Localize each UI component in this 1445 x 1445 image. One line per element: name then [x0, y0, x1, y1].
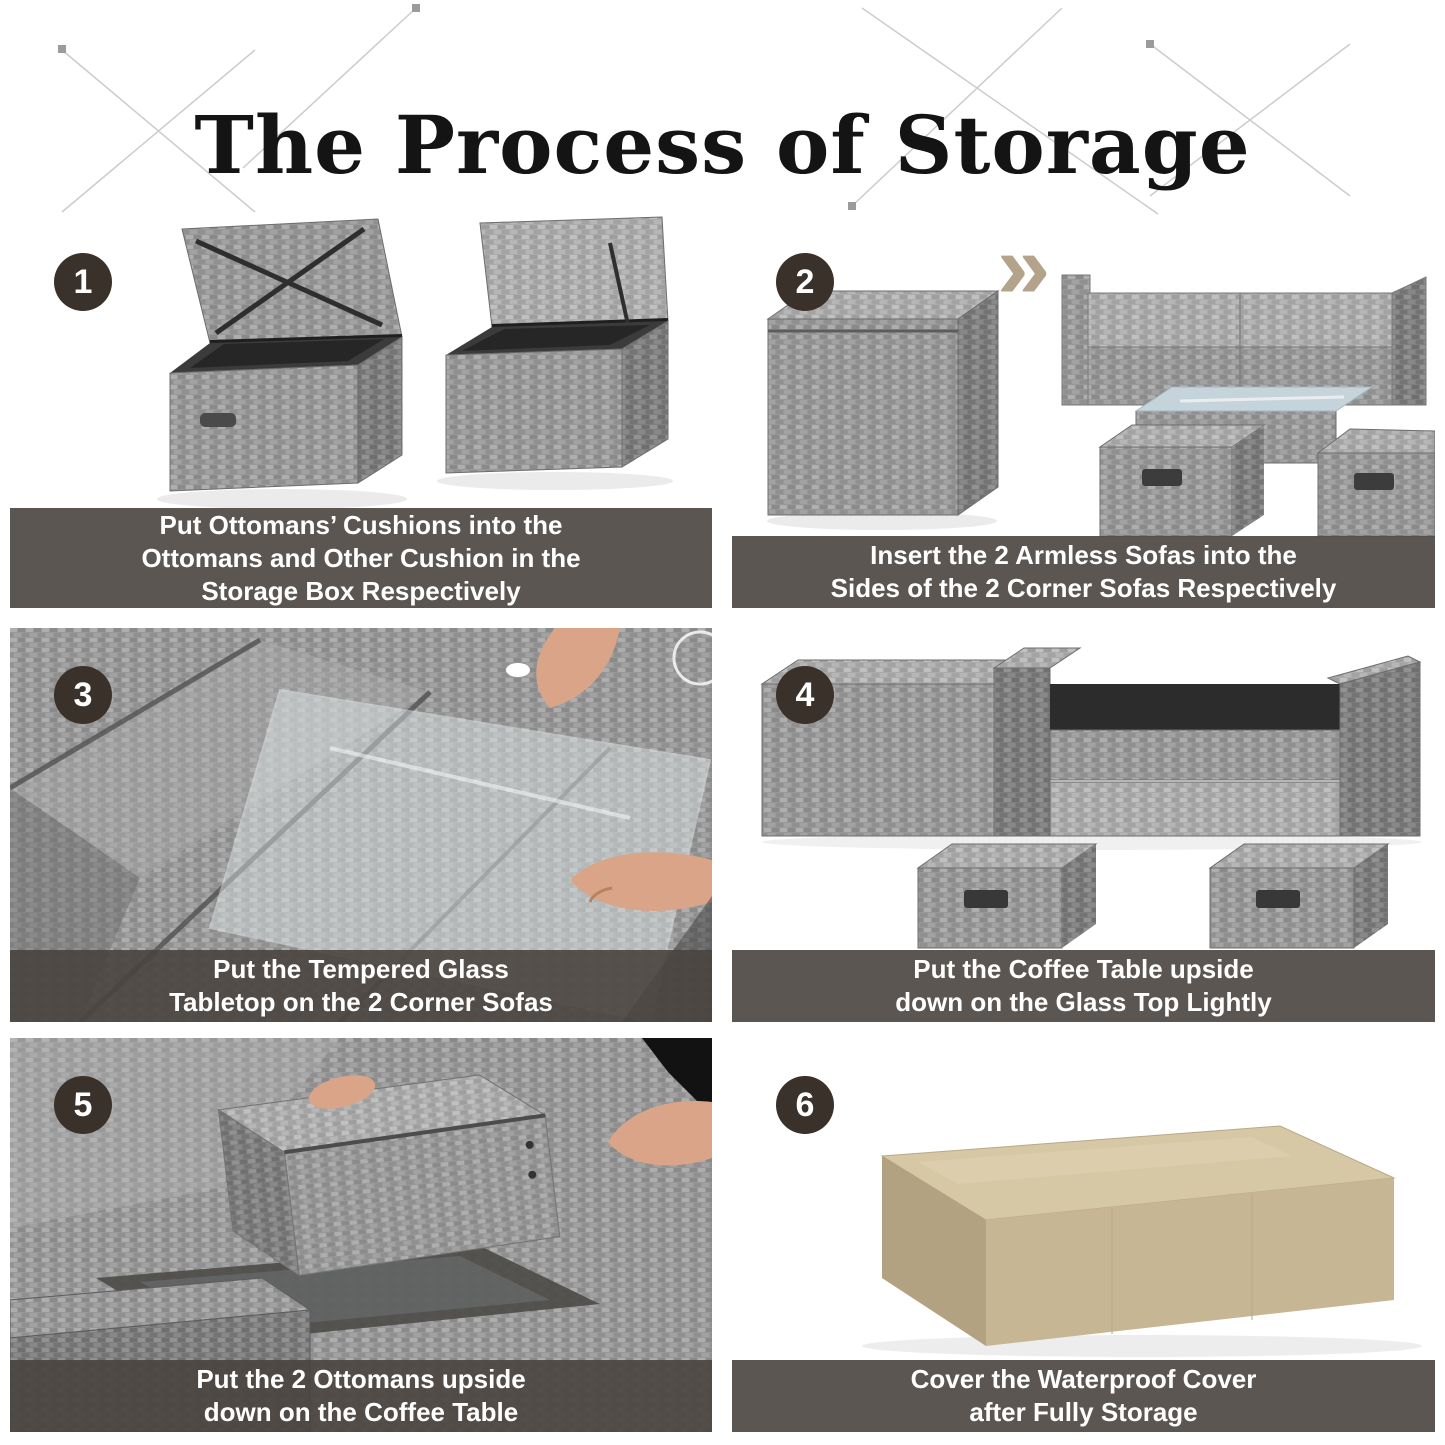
- caption-line: Sides of the 2 Corner Sofas Respectively: [830, 573, 1337, 603]
- step-1-number-badge: 1: [54, 253, 112, 311]
- step-6-caption: Cover the Waterproof Cover after Fully S…: [732, 1360, 1435, 1432]
- step-1-caption: Put Ottomans’ Cushions into the Ottomans…: [10, 508, 712, 608]
- step-3-panel: 3 Put the Tempered Glass Tabletop on the…: [10, 628, 712, 1022]
- step-2-panel: » 2 Insert the 2 Armless Sofas into the …: [732, 215, 1435, 608]
- caption-line: Put Ottomans’ Cushions into the: [159, 509, 563, 540]
- step-4-number-badge: 4: [776, 666, 834, 724]
- step-2-number-badge: 2: [776, 253, 834, 311]
- step-6-panel: 6 Cover the Waterproof Cover after Fully…: [732, 1038, 1435, 1432]
- double-chevron-right-icon: »: [996, 216, 1051, 318]
- step-5-number-badge: 5: [54, 1076, 112, 1134]
- box-and-sofa-set-illustration: [766, 274, 1435, 537]
- caption-line: down on the Coffee Table: [203, 1397, 519, 1427]
- stacked-unit-illustration: [760, 647, 1422, 949]
- step-3-caption: Put the Tempered Glass Tabletop on the 2…: [10, 950, 712, 1022]
- caption-line: after Fully Storage: [969, 1397, 1198, 1427]
- step-3-number-badge: 3: [54, 666, 112, 724]
- step-2-photo-box-and-sofa-set: [732, 215, 1435, 608]
- caption-line: Insert the 2 Armless Sofas into the: [870, 540, 1297, 570]
- background-lines: [58, 4, 1351, 215]
- caption-line: Put the Coffee Table upside: [913, 954, 1254, 984]
- caption-line: Tabletop on the 2 Corner Sofas: [169, 987, 553, 1017]
- step-1-panel: 1 Put Ottomans’ Cushions into the Ottoma…: [10, 215, 712, 608]
- step-6-photo-waterproof-cover: [732, 1038, 1435, 1432]
- step-2-caption: Insert the 2 Armless Sofas into the Side…: [732, 536, 1435, 608]
- caption-line: Storage Box Respectively: [201, 575, 521, 606]
- step-5-panel: 5 Put the 2 Ottomans upside down on the …: [10, 1038, 712, 1432]
- caption-line: Ottomans and Other Cushion in the: [141, 542, 581, 573]
- open-storage-boxes-illustration: [157, 216, 673, 509]
- page-title: The Process of Storage: [194, 97, 1251, 192]
- caption-line: Put the 2 Ottomans upside: [196, 1364, 526, 1394]
- caption-line: Put the Tempered Glass: [213, 954, 509, 984]
- step-4-caption: Put the Coffee Table upside down on the …: [732, 950, 1435, 1022]
- caption-line: Cover the Waterproof Cover: [910, 1364, 1257, 1394]
- step-4-panel: 4 Put the Coffee Table upside down on th…: [732, 628, 1435, 1022]
- step-6-number-badge: 6: [776, 1076, 834, 1134]
- step-1-photo-open-storage-boxes: [10, 215, 712, 608]
- step-5-caption: Put the 2 Ottomans upside down on the Co…: [10, 1360, 712, 1432]
- step-4-photo-stacked-unit-and-ottomans: [732, 628, 1435, 1022]
- waterproof-cover-illustration: [862, 1125, 1422, 1357]
- caption-line: down on the Glass Top Lightly: [895, 987, 1272, 1017]
